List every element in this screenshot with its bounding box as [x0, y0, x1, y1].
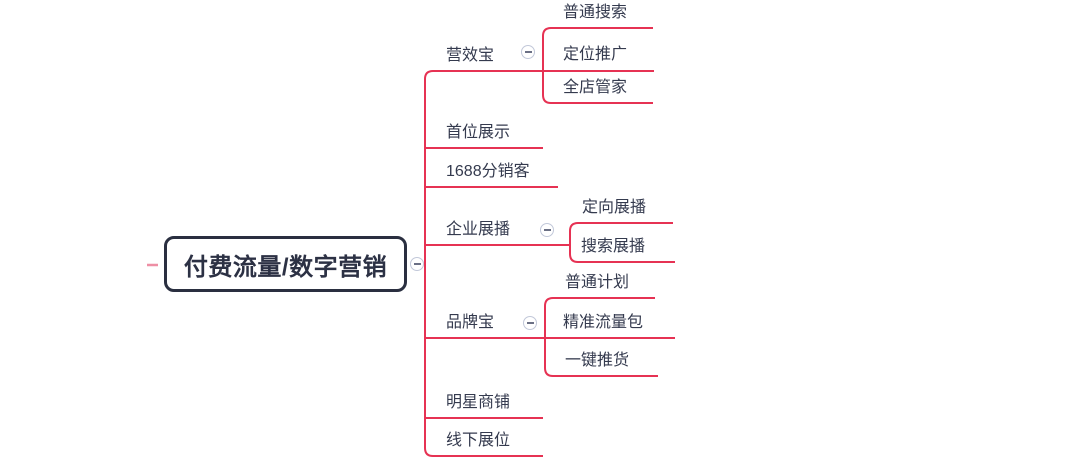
branch-node-1[interactable]: 首位展示 — [446, 124, 511, 141]
root-node-label: 付费流量/数字营销 — [183, 253, 388, 281]
child-node-0-1[interactable]: 定位推广 — [563, 46, 628, 63]
branch3-collapse-button[interactable] — [540, 223, 554, 237]
root-collapse-button[interactable] — [410, 257, 424, 271]
child-node-4-1[interactable]: 精准流量包 — [563, 314, 644, 331]
branch-node-3[interactable]: 企业展播 — [446, 221, 511, 238]
branch0-children-bracket — [542, 27, 653, 104]
branch4-children-bracket — [544, 297, 658, 377]
minus-icon — [526, 322, 534, 324]
minus-icon — [413, 263, 421, 265]
trunk-line — [424, 70, 654, 457]
child-node-4-2[interactable]: 一键推货 — [565, 352, 630, 369]
child-node-4-0[interactable]: 普通计划 — [565, 274, 630, 291]
branch-node-5[interactable]: 明星商铺 — [446, 394, 511, 411]
child-node-0-0[interactable]: 普通搜索 — [563, 4, 628, 21]
root-node[interactable]: 付费流量/数字营销 — [164, 236, 407, 292]
branch-node-4[interactable]: 品牌宝 — [446, 314, 495, 331]
branch-node-2[interactable]: 1688分销客 — [446, 163, 530, 180]
branch-node-6[interactable]: 线下展位 — [446, 432, 511, 449]
branch3-children-bracket — [569, 222, 675, 263]
branch4-collapse-button[interactable] — [523, 316, 537, 330]
minus-icon — [524, 51, 532, 53]
child-node-0-2[interactable]: 全店管家 — [563, 79, 628, 96]
minus-icon — [543, 229, 551, 231]
child-node-3-1[interactable]: 搜索展播 — [581, 238, 646, 255]
branch0-collapse-button[interactable] — [521, 45, 535, 59]
child-node-3-0[interactable]: 定向展播 — [582, 199, 647, 216]
branch-node-0[interactable]: 营效宝 — [446, 47, 495, 64]
